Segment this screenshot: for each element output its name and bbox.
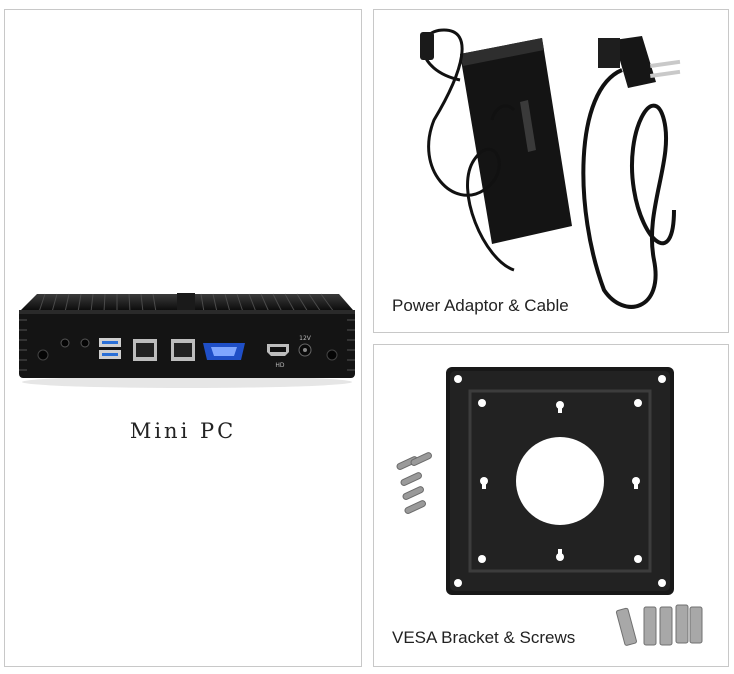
mini-pc-image: HD 12V [19,293,355,388]
vesa-bracket-panel: VESA Bracket & Screws [373,344,729,667]
lan-port-icon [133,339,195,361]
screws-left-icon [396,452,432,514]
hdmi-port-icon [267,344,289,356]
power-adaptor-caption: Power Adaptor & Cable [392,296,569,315]
hdmi-label: HD [275,362,285,369]
usb-port-icon [99,338,121,359]
vga-port-icon [203,343,245,360]
vesa-bracket-image [396,367,703,646]
power-adaptor-image [420,28,681,309]
screws-right-icon [615,604,703,646]
mini-pc-panel: HD 12V Mini PC [4,9,362,667]
dc-label: 12V [299,335,312,342]
vesa-bracket-caption: VESA Bracket & Screws [392,628,576,647]
mini-pc-caption: Mini PC [129,419,237,443]
power-adaptor-panel: Power Adaptor & Cable [373,9,729,333]
